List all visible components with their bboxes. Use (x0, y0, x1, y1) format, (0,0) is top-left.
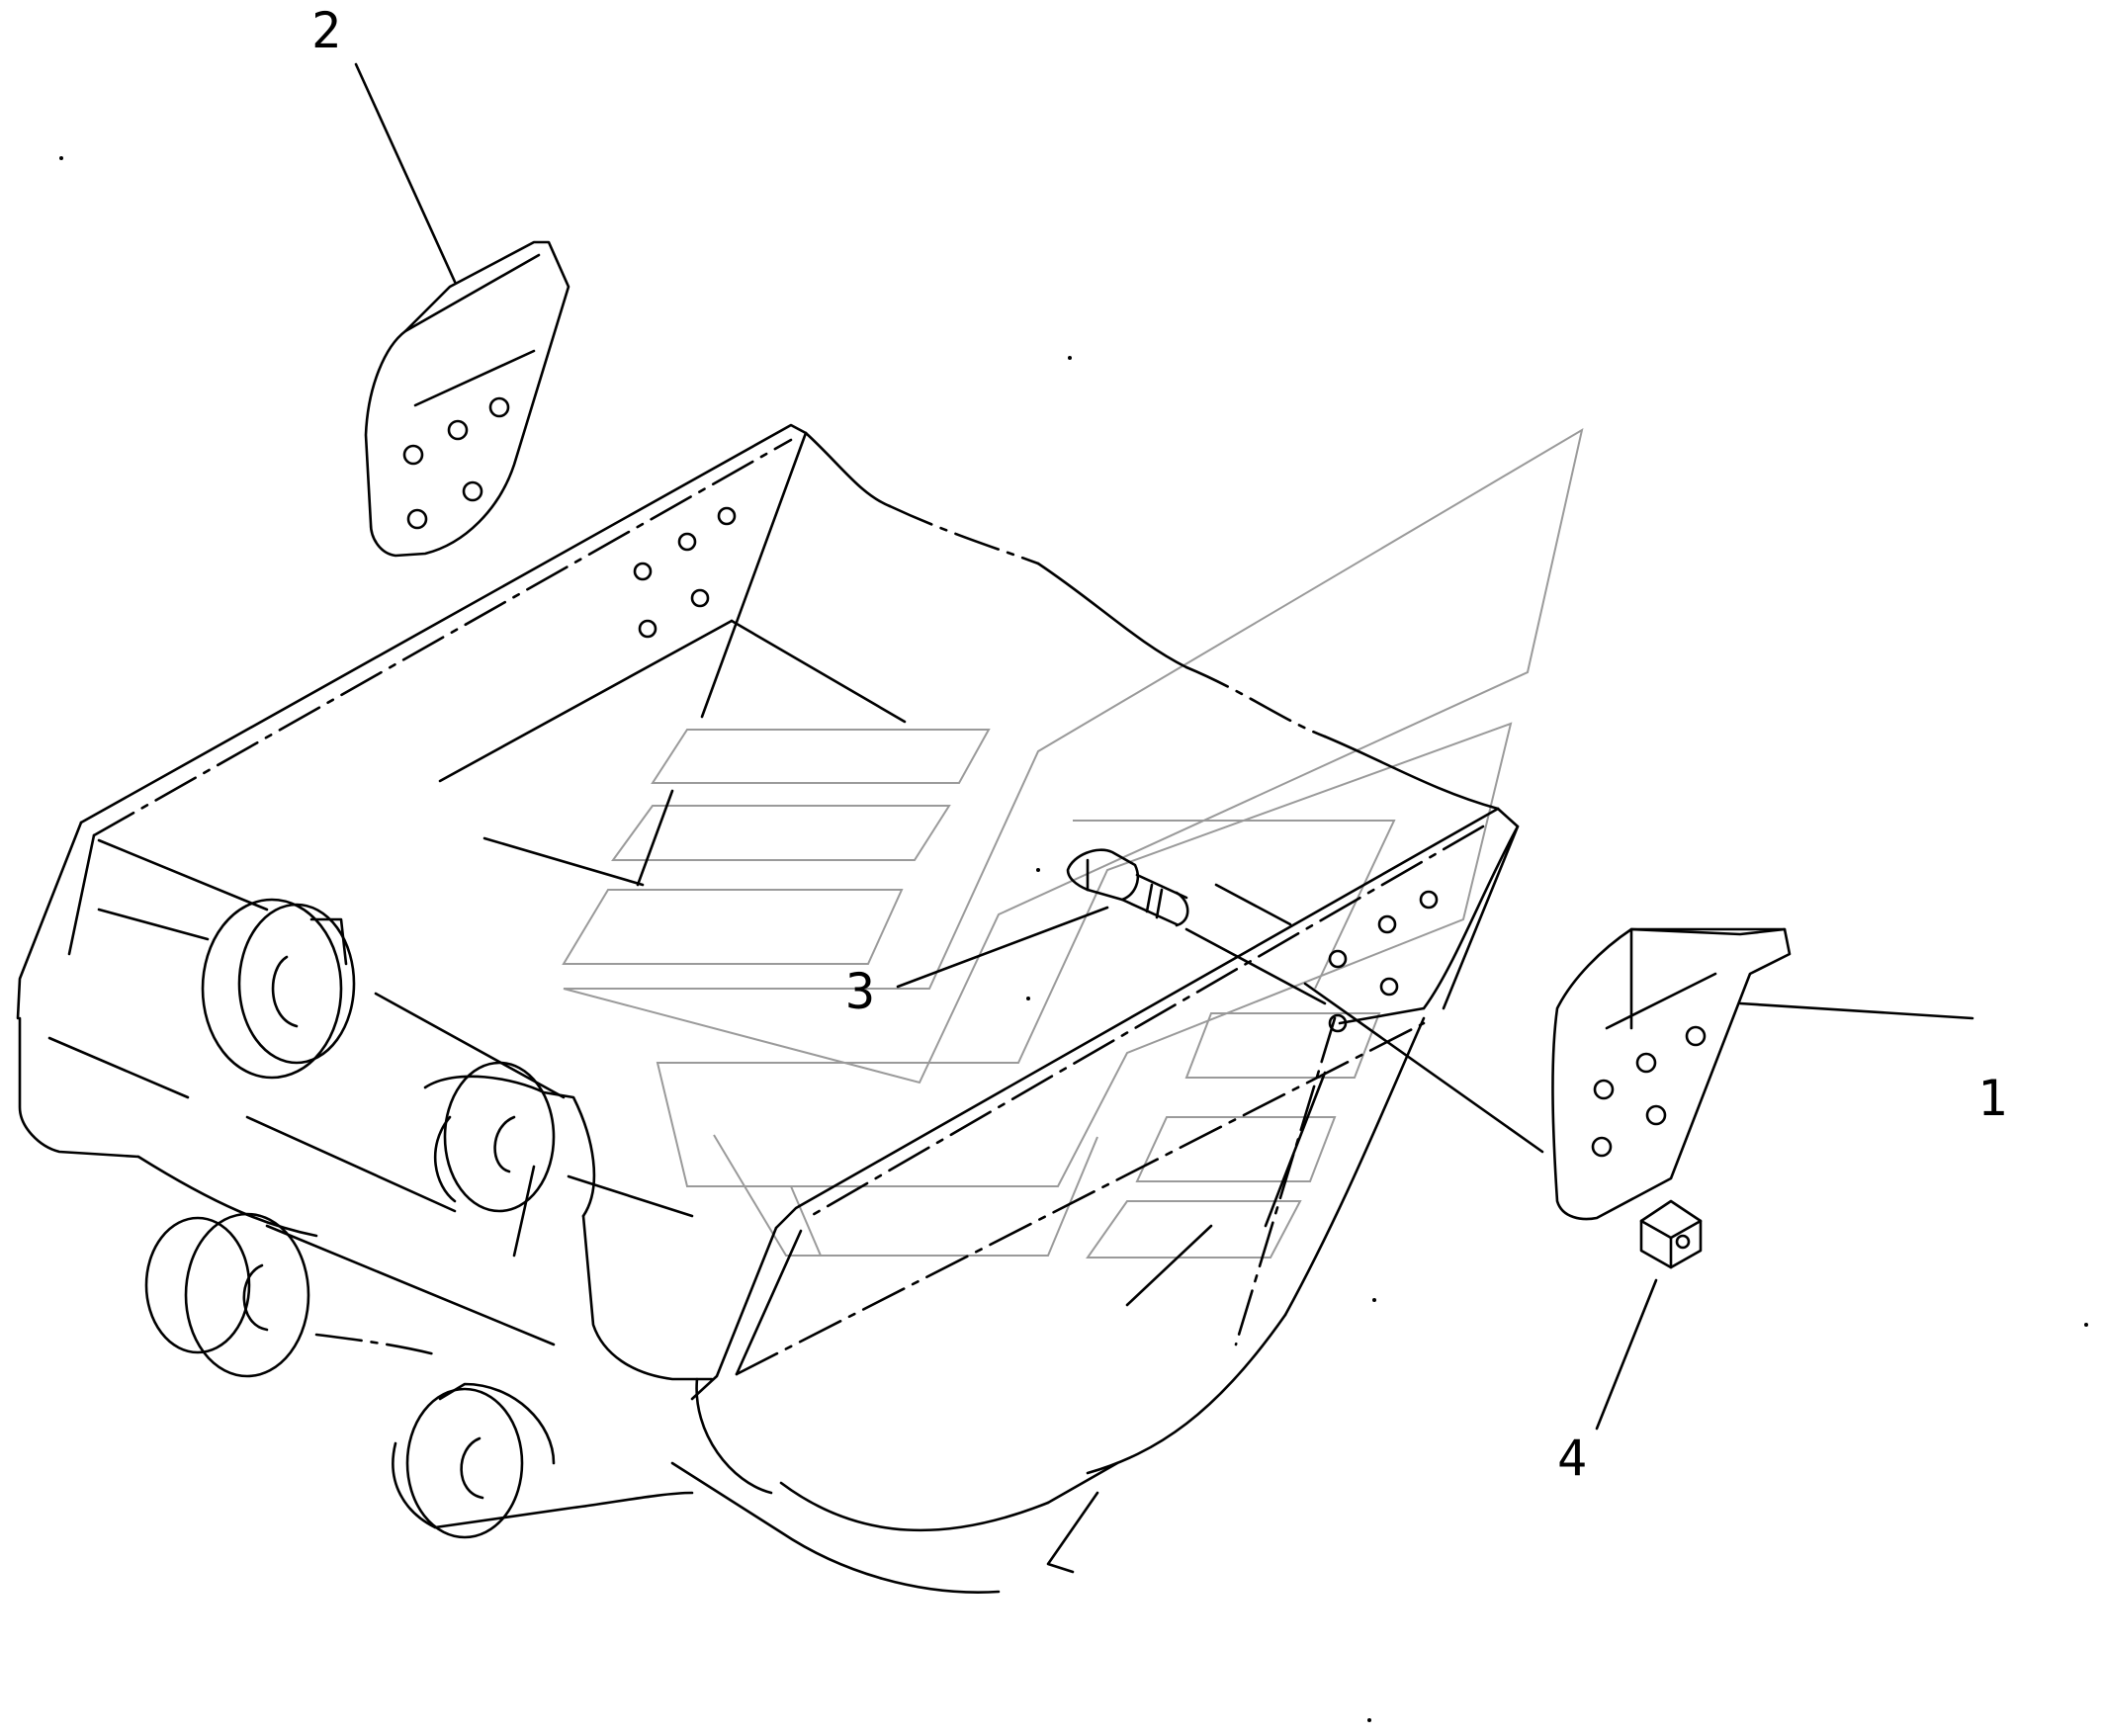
side-cutter-left (364, 240, 570, 558)
callout-label-1: 1 (1977, 1070, 2007, 1127)
callout-label-2: 2 (311, 2, 341, 59)
side-cutter-right (1551, 927, 1792, 1221)
callout-label-4: 4 (1557, 1430, 1587, 1487)
nut (1639, 1199, 1703, 1269)
bucket-body (16, 423, 1520, 1594)
watermark-icon (562, 427, 1584, 1259)
callout-label-3: 3 (845, 963, 875, 1020)
bolt (1036, 848, 1189, 927)
leader-lines (354, 62, 1974, 1431)
